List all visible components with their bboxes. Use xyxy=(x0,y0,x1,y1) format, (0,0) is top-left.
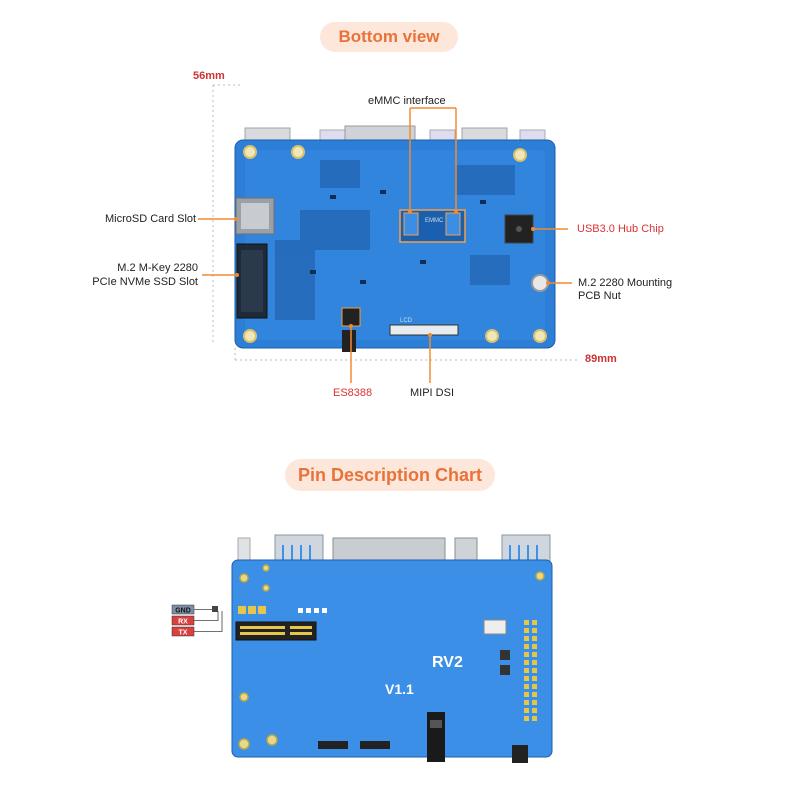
leader-lines xyxy=(198,107,572,383)
fan-connector xyxy=(483,619,507,635)
audio-jack xyxy=(427,712,445,762)
power-switch xyxy=(512,745,528,763)
button-1 xyxy=(500,650,510,660)
bottom-connector-2 xyxy=(360,741,390,749)
emmc-label: eMMC interface xyxy=(368,95,446,107)
mipi-dsi-connector xyxy=(389,324,459,336)
board-model-label: RV2 xyxy=(432,654,463,671)
bottom-view-title: Bottom view xyxy=(320,22,458,52)
pin-board xyxy=(231,559,553,758)
mipi-label: MIPI DSI xyxy=(410,387,455,399)
board-emmc-silk: EMMC xyxy=(425,218,444,224)
debug-pads xyxy=(238,606,266,614)
pin-gnd-label: GND xyxy=(175,608,191,615)
board-version-label: V1.1 xyxy=(385,681,414,697)
pin-m2-slot xyxy=(235,621,317,641)
dimension-guides xyxy=(212,84,580,361)
board-lcd-silk: LCD xyxy=(400,318,413,324)
usb-hub-label: USB3.0 Hub Chip xyxy=(577,223,664,235)
width-dimension: 89mm xyxy=(585,353,617,365)
nut-label-line2: PCB Nut xyxy=(578,290,621,302)
height-dimension: 56mm xyxy=(193,70,225,82)
mounting-holes xyxy=(243,145,547,343)
pin-tx-label: TX xyxy=(179,630,188,637)
m2-nut xyxy=(531,274,549,292)
microsd-label: MicroSD Card Slot xyxy=(105,213,197,225)
bottom-connector-1 xyxy=(318,741,348,749)
es8388-chip xyxy=(341,307,361,327)
pin-description-title: Pin Description Chart xyxy=(285,459,495,491)
pin-rx-label: RX xyxy=(178,619,188,626)
gpio-header xyxy=(524,620,537,721)
nut-label-line1: M.2 2280 Mounting xyxy=(578,277,673,289)
m2-label-line2: PCIe NVMe SSD Slot xyxy=(92,276,198,288)
m2-label-line1: M.2 M-Key 2280 xyxy=(117,262,198,274)
pin-mounting-holes xyxy=(238,564,545,750)
button-2 xyxy=(500,665,510,675)
es8388-label: ES8388 xyxy=(333,387,373,399)
